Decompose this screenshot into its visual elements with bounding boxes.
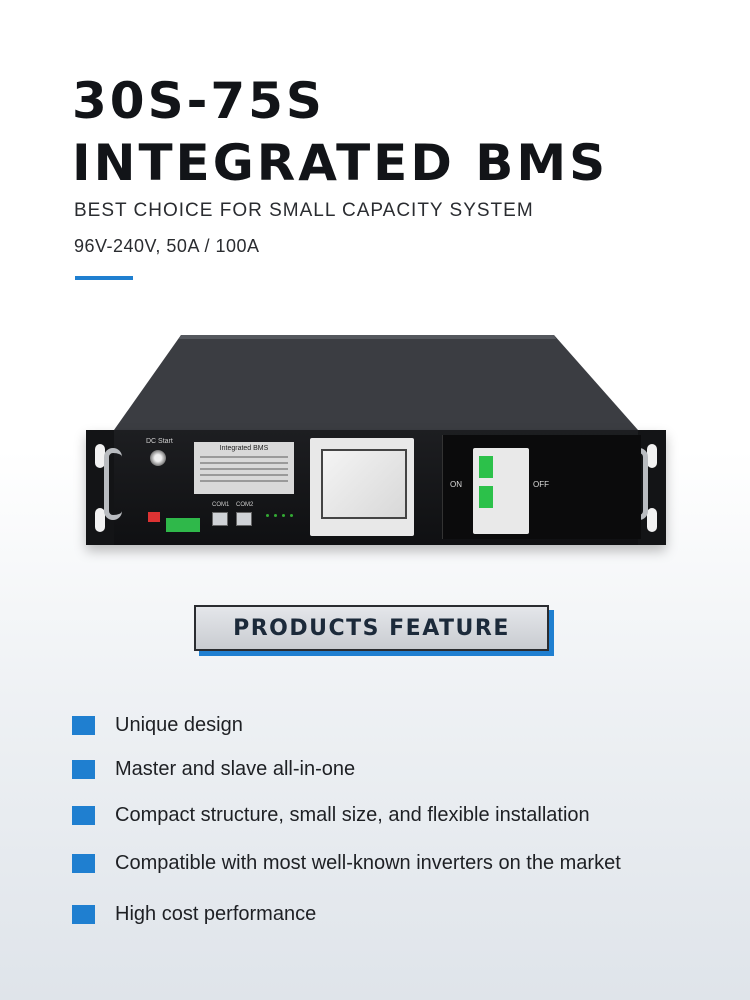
feature-label: Master and slave all-in-one [115,757,356,780]
status-led [290,514,293,517]
bullet-square-icon [72,715,95,735]
bullet-square-icon [72,904,95,924]
feature-heading-text: PRODUCTS FEATURE [233,615,510,641]
dip-switch [148,512,160,522]
com1-port [212,512,228,526]
display-screen [321,449,407,519]
dc-start-button [150,450,166,466]
feature-label: Compact structure, small size, and flexi… [115,803,590,826]
chassis-top [114,335,638,430]
com2-port [236,512,252,526]
feature-label: Compatible with most well-known inverter… [115,851,621,874]
subtitle: BEST CHOICE FOR SMALL CAPACITY SYSTEM [74,200,534,221]
products-feature-heading: PRODUCTS FEATURE [194,605,549,651]
com2-label: COM2 [236,502,254,508]
title-line-1: 30S-75S [72,72,325,130]
circuit-breaker [473,448,529,534]
status-led [274,514,277,517]
title-line-2: INTEGRATED BMS [72,134,609,192]
list-item: Unique design [72,713,243,737]
feature-label: Unique design [115,713,243,736]
left-handle [104,448,122,520]
terminal-block [166,518,200,532]
on-label: ON [450,480,462,489]
list-item: Compatible with most well-known inverter… [72,851,621,875]
info-plate: Integrated BMS [194,442,294,494]
plate-title: Integrated BMS [219,445,269,452]
off-label: OFF [533,480,549,489]
status-led [282,514,285,517]
status-led [266,514,269,517]
bullet-square-icon [72,759,95,779]
list-item: High cost performance [72,902,316,926]
dc-start-label: DC Start [146,438,173,445]
bullet-square-icon [72,853,95,873]
display-frame [310,438,414,536]
front-panel: DC Start Integrated BMS COM1 COM2 ON OFF [86,430,666,545]
com1-label: COM1 [212,502,230,508]
accent-bar [75,276,133,280]
spec-text: 96V-240V, 50A / 100A [74,236,260,256]
feature-label: High cost performance [115,902,317,925]
product-image: DC Start Integrated BMS COM1 COM2 ON OFF [86,335,666,550]
breaker-toggle [479,486,493,508]
bullet-square-icon [72,805,95,825]
breaker-toggle [479,456,493,478]
list-item: Compact structure, small size, and flexi… [72,803,590,827]
list-item: Master and slave all-in-one [72,757,355,781]
